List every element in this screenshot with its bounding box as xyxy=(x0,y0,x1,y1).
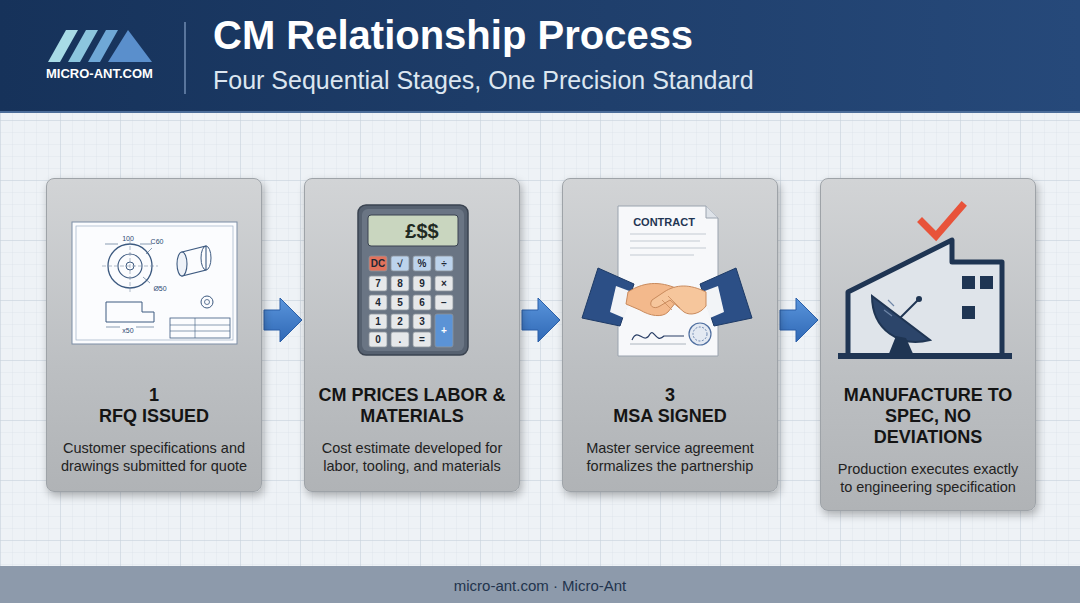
dimension: C60 xyxy=(151,238,164,245)
calculator-key: . xyxy=(399,335,402,345)
step-heading: MSA SIGNED xyxy=(575,406,765,427)
page-title: CM Relationship Process xyxy=(213,13,693,58)
step-description: Production executes exactly to engineeri… xyxy=(833,460,1023,496)
calculator-key: 8 xyxy=(397,279,403,289)
header-divider xyxy=(184,22,186,94)
dimension: 100 xyxy=(122,235,134,242)
calculator-key: 2 xyxy=(397,317,403,327)
flow-arrow xyxy=(522,298,560,342)
calculator-key: = xyxy=(419,335,425,345)
drawing-sheet xyxy=(72,222,237,344)
step-heading: RFQ ISSUED xyxy=(59,406,249,427)
page-subtitle: Four Sequential Stages, One Precision St… xyxy=(213,66,754,95)
step-heading: CM PRICES LABOR & MATERIALS xyxy=(317,385,507,427)
calculator-key: % xyxy=(418,259,427,269)
check-mark xyxy=(922,206,962,236)
contract-title: CONTRACT xyxy=(633,217,695,228)
dimension: Ø50 xyxy=(153,285,166,292)
calculator-key: √ xyxy=(397,259,403,269)
flow-arrow xyxy=(780,298,818,342)
logo-text: MICRO-ANT.COM xyxy=(46,67,153,80)
contract-icon xyxy=(618,206,718,356)
calculator-key: DC xyxy=(371,259,385,269)
step-description: Cost estimate developed for labor, tooli… xyxy=(317,439,507,475)
calculator-key: 3 xyxy=(419,317,425,327)
process-card: MANUFACTURE TO SPEC, NO DEVIATIONS Produc… xyxy=(820,178,1036,511)
calculator-key: 7 xyxy=(375,279,381,289)
header-rule xyxy=(0,111,1080,113)
calculator-key: 0 xyxy=(375,335,381,345)
footer-band xyxy=(0,566,1080,603)
logo-mark xyxy=(48,30,152,62)
calculator-key: − xyxy=(441,298,447,308)
footer-text: micro-ant.com · Micro-Ant xyxy=(454,578,627,593)
calculator-key: 6 xyxy=(419,298,425,308)
step-description: Master service agreement formalizes the … xyxy=(575,439,765,475)
calculator-key: 4 xyxy=(375,298,381,308)
flow-arrow xyxy=(264,298,302,342)
grid xyxy=(0,113,1080,566)
calculator-key: ÷ xyxy=(441,259,447,269)
calculator-key: + xyxy=(441,326,447,336)
dimension: x50 xyxy=(122,327,133,334)
header-band xyxy=(0,0,1080,113)
step-heading: MANUFACTURE TO SPEC, NO DEVIATIONS xyxy=(833,385,1023,448)
calculator-key: × xyxy=(441,279,447,289)
process-card: 1RFQ ISSUED Customer specifications and d… xyxy=(46,178,262,492)
factory-icon xyxy=(838,240,1012,356)
step-number: 3 xyxy=(575,385,765,406)
calculator-display: £$$ xyxy=(405,221,438,241)
handshake-icon xyxy=(582,268,752,326)
calculator-icon xyxy=(358,205,468,355)
calculator-key: 5 xyxy=(397,298,403,308)
calculator-key: 9 xyxy=(419,279,425,289)
step-number: 1 xyxy=(59,385,249,406)
calculator-key: 1 xyxy=(375,317,381,327)
step-description: Customer specifications and drawings sub… xyxy=(59,439,249,475)
